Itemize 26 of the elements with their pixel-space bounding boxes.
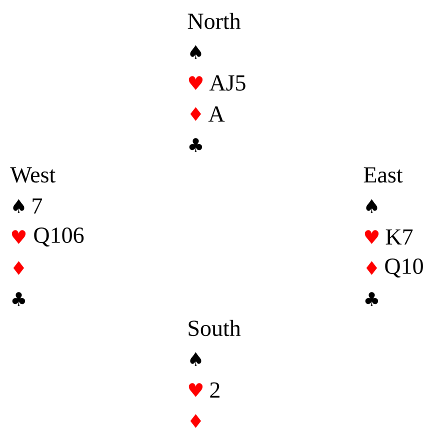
suit-symbol: ♠ <box>366 199 378 213</box>
card-holding: Q106 <box>34 227 84 246</box>
seat-name: South <box>188 320 241 336</box>
card-holding: 2 <box>210 382 220 398</box>
card-holding: A <box>208 106 225 122</box>
seat-name: West <box>10 167 56 183</box>
suit-symbol: ♦ <box>190 414 202 428</box>
suit-symbol: ♥ <box>188 76 203 90</box>
suit-symbol: ♥ <box>188 383 203 397</box>
card-holding: Q10 <box>385 258 423 278</box>
seat-name: North <box>188 12 241 30</box>
card-holding: AJ5 <box>209 75 246 91</box>
suit-symbol: ♥ <box>12 230 26 244</box>
suit-symbol: ♦ <box>190 107 202 121</box>
seat-name: East <box>364 167 403 183</box>
suit-symbol: ♣ <box>365 292 378 306</box>
suit-symbol: ♦ <box>13 261 24 275</box>
suit-symbol: ♣ <box>189 138 202 152</box>
suit-symbol: ♣ <box>12 292 26 306</box>
card-holding: K7 <box>386 229 413 245</box>
suit-symbol: ♠ <box>190 45 202 59</box>
suit-symbol: ♦ <box>366 261 378 275</box>
suit-symbol: ♠ <box>190 352 202 366</box>
suit-symbol: ♥ <box>364 230 379 244</box>
suit-symbol: ♠ <box>13 199 24 213</box>
card-holding: 7 <box>32 198 42 214</box>
